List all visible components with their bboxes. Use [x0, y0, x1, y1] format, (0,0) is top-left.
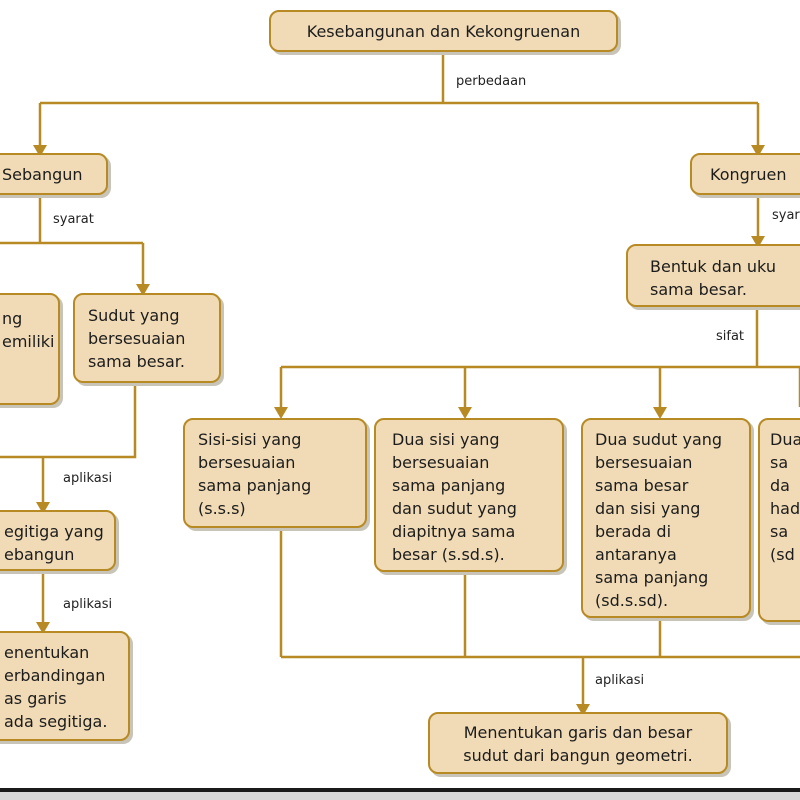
label-aplikasi-2: aplikasi: [63, 597, 113, 612]
node-garis-sudut: Menentukan garis dan besar sudut dari ba…: [428, 712, 728, 774]
node-partial-4: Dua sa da had sa (sd: [758, 418, 800, 622]
node-ssds: Dua sisi yang bersesuaian sama panjang d…: [374, 418, 564, 572]
arrowhead-menentukan: [36, 622, 50, 634]
label-aplikasi-3: aplikasi: [595, 673, 645, 688]
label-perbedaan: perbedaan: [456, 74, 527, 89]
arrowhead-segitiga: [36, 502, 50, 514]
label-sifat: sifat: [716, 329, 745, 344]
node-kongruen: Kongruen: [690, 153, 800, 195]
node-sss: Sisi-sisi yang bersesuaian sama panjang …: [183, 418, 367, 528]
node-sudut-sama-besar: Sudut yang bersesuaian sama besar.: [73, 293, 221, 383]
connector-sudut-down: [0, 383, 137, 459]
node-sebangun: Sebangun: [0, 153, 108, 195]
arrowhead-ssds: [458, 407, 472, 419]
node-sdssd: Dua sudut yang bersesuaian sama besar da…: [581, 418, 751, 618]
label-syarat-right: syarat: [772, 208, 800, 223]
node-root: Kesebangunan dan Kekongruenan: [269, 10, 618, 52]
arrowhead-kongruen: [751, 145, 765, 157]
node-menentukan-perbandingan: enentukan erbandingan as garis ada segit…: [0, 631, 130, 741]
node-sisi-partial: ng emiliki: [0, 293, 60, 405]
bottom-border: [0, 788, 800, 800]
arrowhead-sdssd: [653, 407, 667, 419]
label-syarat-left: syarat: [53, 212, 94, 227]
arrowhead-sebangun: [33, 145, 47, 157]
arrowhead-bentuk: [751, 236, 765, 248]
arrowhead-garis-sudut: [576, 704, 590, 716]
node-bentuk-ukuran: Bentuk dan uku sama besar.: [626, 244, 800, 307]
label-aplikasi-1: aplikasi: [63, 471, 113, 486]
arrowhead-sudut: [136, 284, 150, 296]
arrowhead-sss: [274, 407, 288, 419]
node-segitiga-sebangun: egitiga yang ebangun: [0, 510, 116, 571]
